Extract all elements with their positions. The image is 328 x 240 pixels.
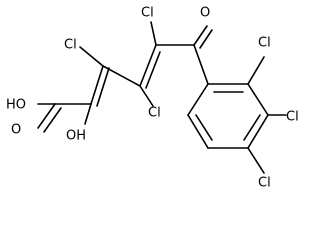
- bond-c2-to-c3-double: [96, 67, 110, 107]
- bond-c3-to-c4: [102, 65, 141, 87]
- o-ketone-label: O: [200, 6, 210, 21]
- ring-to-cl-top: [247, 56, 265, 85]
- bond-c6-to-ketone-o-double: [199, 29, 213, 49]
- bond-acid-c-to-carbonyl-o: [37, 103, 56, 129]
- ring-bond-5-6: [187, 114, 209, 149]
- bond-c4-to-c5: [139, 44, 157, 87]
- bond-c4-to-cl: [139, 85, 154, 107]
- bond-c6-to-ketone-o: [193, 25, 208, 46]
- cl-c3-label: Cl: [64, 38, 77, 53]
- benzene-ring: [187, 56, 287, 174]
- bond-c3-to-cl: [79, 46, 104, 67]
- bond-c4-to-c5-double: [145, 51, 161, 89]
- bond-c2-to-c3: [90, 65, 104, 105]
- ring-inner-bond-b: [243, 114, 261, 141]
- cl-c4-label: Cl: [148, 106, 161, 121]
- cl-ring-top-label: Cl: [258, 36, 271, 51]
- bond-acid-c-to-carbonyl-o-double: [43, 107, 62, 133]
- oh-enol-label: OH: [66, 129, 86, 144]
- bond-c5-to-cl: [150, 21, 157, 46]
- ring-bond-2-3: [247, 83, 269, 116]
- o-acid-label: O: [11, 123, 21, 138]
- cl-ring-middle-label: Cl: [286, 110, 299, 125]
- bond-c6-to-ring: [193, 44, 209, 85]
- ring-to-cl-bottom: [247, 147, 265, 174]
- chain-bonds: [37, 21, 213, 133]
- cl-c5-label: Cl: [141, 6, 154, 21]
- atom-labels: HO O OH Cl Cl Cl O Cl Cl Cl: [6, 6, 299, 190]
- ho-acid-label: HO: [6, 98, 26, 113]
- ring-bond-3-4: [247, 114, 269, 149]
- ring-inner-bond-c: [195, 114, 213, 141]
- bond-c2-to-oh: [84, 103, 92, 125]
- ring-bond-6-1: [187, 83, 209, 116]
- cl-ring-bottom-label: Cl: [258, 176, 271, 190]
- chemical-structure-diagram: HO O OH Cl Cl Cl O Cl Cl Cl: [6, 6, 299, 190]
